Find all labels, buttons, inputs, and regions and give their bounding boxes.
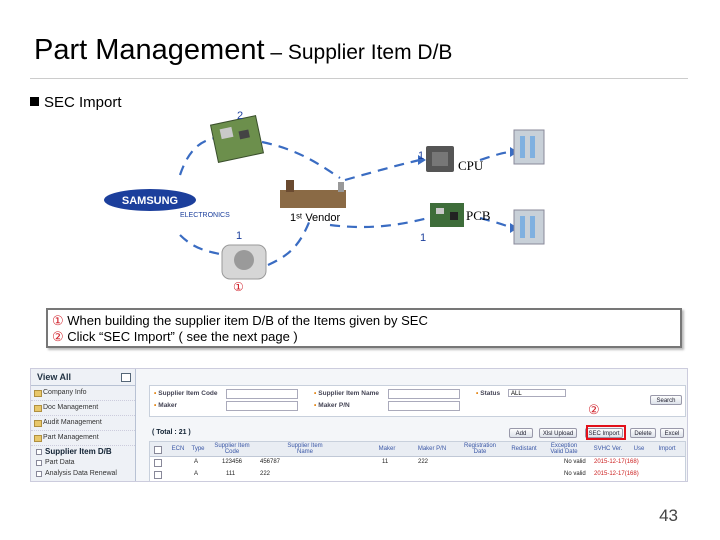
collapse-icon[interactable] <box>121 373 131 382</box>
callout-2: ② <box>588 402 600 418</box>
column-header[interactable]: Supplier Item Code <box>212 443 252 455</box>
delete-button[interactable]: Delete <box>630 428 656 438</box>
title-divider <box>30 78 688 79</box>
maker-label: •Maker <box>154 402 177 409</box>
note-line-2: ② Click “SEC Import” ( see the next page… <box>52 329 680 345</box>
column-header[interactable]: Exception Valid Date <box>544 443 584 455</box>
row-checkbox[interactable] <box>154 459 162 467</box>
note-line-1: ① When building the supplier item D/B of… <box>52 313 680 329</box>
column-header[interactable]: Use <box>628 446 650 452</box>
xlsl-upload-button[interactable]: Xlsl Upload <box>539 428 577 438</box>
callout-1: ① <box>233 280 244 294</box>
status-select[interactable]: ALL <box>508 389 566 397</box>
search-panel: •Supplier Item Code •Supplier Item Name … <box>149 385 686 417</box>
board-image <box>211 116 264 163</box>
data-grid: ECN Type Supplier Item Code Supplier Ite… <box>149 441 686 482</box>
pcb-label: PCB <box>466 208 491 223</box>
maker-input[interactable] <box>226 401 298 411</box>
supplier-building-icon-2 <box>514 210 544 244</box>
column-header[interactable]: ECN <box>168 446 188 452</box>
supply-diagram: CPU PCB SAMSUNG ELECTRONICS 1ˢᵗ Vendor 2… <box>0 100 720 300</box>
column-header[interactable]: SVHC Ver. <box>590 446 626 452</box>
total-count: ( Total : 21 ) <box>152 429 191 436</box>
num-left: 1 <box>236 230 242 242</box>
column-header[interactable]: Type <box>188 446 208 452</box>
sidebar-item-doc-management[interactable]: Doc Management <box>31 401 135 416</box>
supplier-item-code-label: •Supplier Item Code <box>154 390 218 397</box>
page-title: Part Management – Supplier Item D/B <box>34 34 452 67</box>
cpu-chip-image <box>426 146 454 172</box>
column-header[interactable]: Import <box>652 446 682 452</box>
num-cpu: 1 <box>418 150 424 162</box>
table-row[interactable]: A 123456 456787 11 222 No valid 2015-12-… <box>150 457 685 468</box>
column-header[interactable]: Registration Date <box>460 443 500 455</box>
pcb-image <box>430 203 464 227</box>
add-button[interactable]: Add <box>509 428 533 438</box>
supplier-item-name-input[interactable] <box>388 389 460 399</box>
search-button[interactable]: Search <box>650 395 682 405</box>
sidebar-item-company-info[interactable]: Company Info <box>31 386 135 401</box>
column-header[interactable]: Maker P/N <box>412 446 452 452</box>
title-main: Part Management <box>34 34 265 66</box>
sec-import-highlight <box>586 425 626 440</box>
factory-image <box>280 180 346 208</box>
note-box: ① When building the supplier item D/B of… <box>46 308 682 348</box>
dashed-link-pcb <box>330 218 428 227</box>
sidebar-item-supplier-item-db[interactable]: Supplier Item D/B <box>31 446 135 457</box>
maker-pn-label: •Maker P/N <box>314 402 350 409</box>
svg-text:SAMSUNG: SAMSUNG <box>122 195 178 207</box>
num-top: 2 <box>237 110 243 122</box>
column-header[interactable]: Redistant <box>506 446 542 452</box>
supplier-item-name-label: •Supplier Item Name <box>314 390 379 397</box>
sidebar-item-part-data[interactable]: Part Data <box>31 457 135 468</box>
grid-header: ECN Type Supplier Item Code Supplier Ite… <box>150 442 685 457</box>
dashed-link-top-right <box>262 142 340 178</box>
supplier-building-icon-1 <box>514 130 544 164</box>
page-number: 43 <box>659 506 678 526</box>
sidebar-header[interactable]: View All <box>31 369 135 386</box>
title-sub: – Supplier Item D/B <box>265 41 453 64</box>
sidebar: View All Company Info Doc Management Aud… <box>31 369 136 481</box>
sidebar-item-audit-management[interactable]: Audit Management <box>31 416 135 431</box>
sidebar-item-part-management[interactable]: Part Management <box>31 431 135 446</box>
excel-button[interactable]: Excel <box>660 428 684 438</box>
cpu-label: CPU <box>458 158 484 173</box>
row-checkbox[interactable] <box>154 471 162 479</box>
dashed-link-cpu <box>345 160 420 180</box>
dashed-link-cpu-supplier <box>480 152 512 160</box>
column-header[interactable]: Supplier Item Name <box>280 443 330 455</box>
column-header[interactable]: Maker <box>372 446 402 452</box>
dashed-link-vendor <box>268 220 310 265</box>
num-right: 1 <box>420 232 426 244</box>
status-label: •Status <box>476 390 500 397</box>
table-row[interactable]: A 111 222 No valid 2015-12-17(168) <box>150 469 685 480</box>
vendor-label: 1ˢᵗ Vendor <box>290 212 341 224</box>
capacitor-image <box>222 245 266 279</box>
supplier-item-code-input[interactable] <box>226 389 298 399</box>
maker-pn-input[interactable] <box>388 401 460 411</box>
select-all-checkbox[interactable] <box>154 446 162 454</box>
svg-text:ELECTRONICS: ELECTRONICS <box>180 212 230 219</box>
dashed-link-top-left <box>180 138 215 175</box>
dashed-link-bottom-left <box>180 235 225 255</box>
sidebar-item-analysis-data-renewal[interactable]: Analysis Data Renewal <box>31 468 135 479</box>
samsung-logo: SAMSUNG ELECTRONICS <box>104 189 230 219</box>
